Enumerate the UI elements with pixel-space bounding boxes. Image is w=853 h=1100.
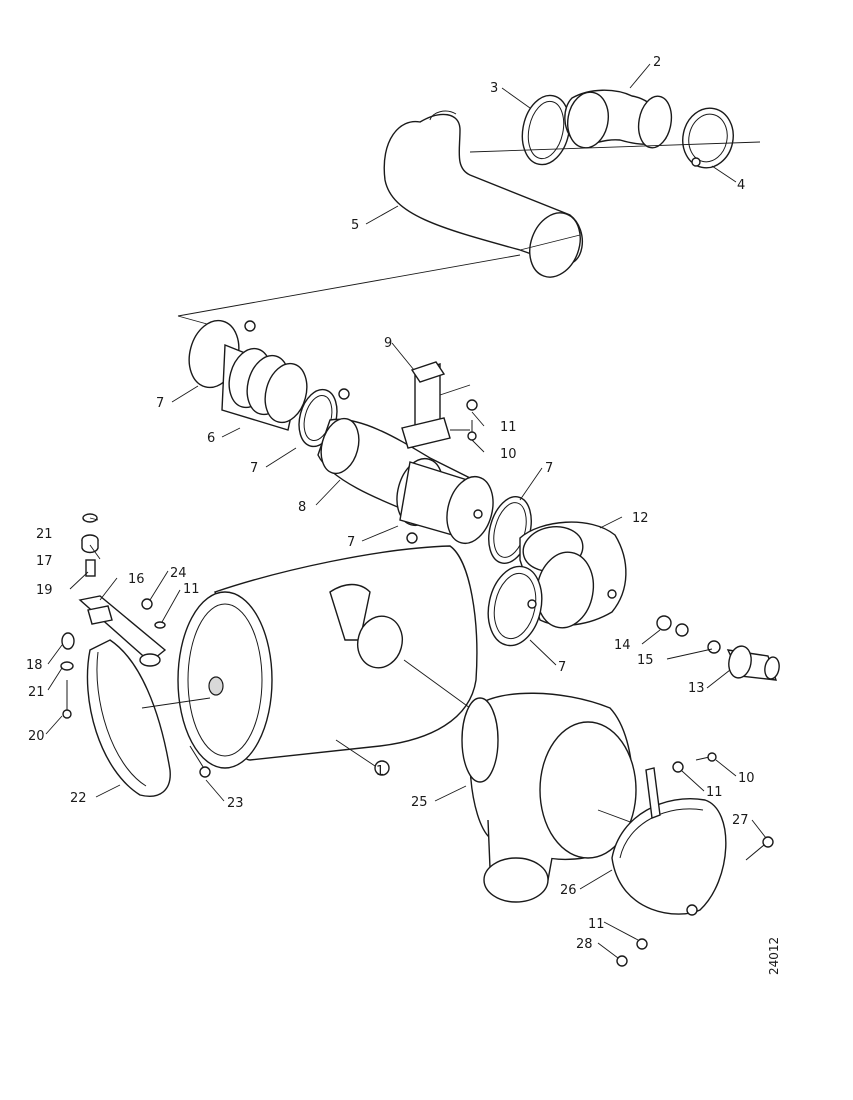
- mounting-strap-part-22: [86, 639, 211, 797]
- bolt-part-10-right: [695, 752, 717, 762]
- callout-22: 22: [70, 791, 87, 806]
- clamp-part-7-lower: [487, 565, 543, 647]
- callout-5: 5: [351, 218, 359, 233]
- washers-part-15: [675, 623, 721, 654]
- callout-11-left: 11: [183, 582, 200, 597]
- nut-part-28: [616, 955, 628, 967]
- sleeve-part-19: [85, 559, 96, 577]
- callout-6: 6: [207, 431, 215, 446]
- nut-part-24: [141, 598, 153, 610]
- filter-cover-part-25: [461, 692, 701, 903]
- strap-part-26: [611, 767, 727, 916]
- callout-8: 8: [298, 500, 306, 515]
- elbow-part-12: [519, 521, 627, 629]
- clamp-part-3: [521, 94, 571, 166]
- callout-3: 3: [490, 81, 498, 96]
- clamp-part-4: [682, 107, 734, 169]
- washer-part-11-bottom: [636, 938, 648, 950]
- bolt-part-27: [745, 836, 774, 861]
- callout-2: 2: [653, 55, 661, 70]
- callout-1: 1: [376, 764, 384, 779]
- elbow-part-2: [564, 89, 673, 149]
- callout-24: 24: [170, 566, 187, 581]
- callout-28: 28: [576, 937, 593, 952]
- bolt-part-23: [189, 745, 211, 778]
- callout-7-mid-left: 7: [250, 461, 258, 476]
- leader-lines: [45, 63, 767, 959]
- callout-26: 26: [560, 883, 577, 898]
- bracket-part-9: [401, 361, 471, 449]
- callout-labels: 1 2 3 4 5 6 7 7 7 7 7 8 9 10 10 11 11 11…: [26, 55, 755, 952]
- callout-21-top: 21: [36, 527, 53, 542]
- washer-part-11-bracket: [466, 399, 478, 411]
- callout-7-right: 7: [545, 461, 553, 476]
- callout-23: 23: [227, 796, 244, 811]
- callout-16: 16: [128, 572, 145, 587]
- callout-25: 25: [411, 795, 428, 810]
- callout-10-bracket: 10: [500, 447, 517, 462]
- callout-9: 9: [384, 336, 392, 351]
- document-number: 24012: [767, 937, 781, 975]
- callout-11-right: 11: [706, 785, 723, 800]
- callout-4: 4: [737, 178, 745, 193]
- clamp-part-7-middle: [396, 457, 494, 545]
- bolt-part-20: [62, 680, 72, 719]
- callout-7-center: 7: [347, 535, 355, 550]
- callout-18: 18: [26, 658, 43, 673]
- washer-part-11-left: [154, 621, 166, 629]
- callout-14: 14: [614, 638, 631, 653]
- callout-10-right: 10: [738, 771, 755, 786]
- washer-part-11-right: [672, 761, 684, 773]
- callout-12: 12: [632, 511, 649, 526]
- intake-pipe-part-5: [383, 110, 584, 278]
- filter-housing-part-1: [177, 545, 478, 776]
- bracket-part-16: [78, 595, 167, 667]
- callout-27: 27: [732, 813, 749, 828]
- hose-bellows-part-6: [188, 319, 308, 431]
- callout-7-lower: 7: [558, 660, 566, 675]
- nut-part-14: [656, 615, 672, 631]
- callout-13: 13: [688, 681, 705, 696]
- callout-11-bottom: 11: [588, 917, 605, 932]
- callout-17: 17: [36, 554, 53, 569]
- callout-7-upper-left: 7: [156, 396, 164, 411]
- callout-21-bottom: 21: [28, 685, 45, 700]
- callout-15: 15: [637, 653, 654, 668]
- callout-11-bracket: 11: [500, 420, 517, 435]
- bushing-part-18: [61, 632, 75, 650]
- callout-19: 19: [36, 583, 53, 598]
- fitting-part-13: [726, 645, 780, 681]
- bushing-part-17: [81, 534, 99, 554]
- washer-part-21-bottom: [60, 661, 74, 671]
- callout-20: 20: [28, 729, 45, 744]
